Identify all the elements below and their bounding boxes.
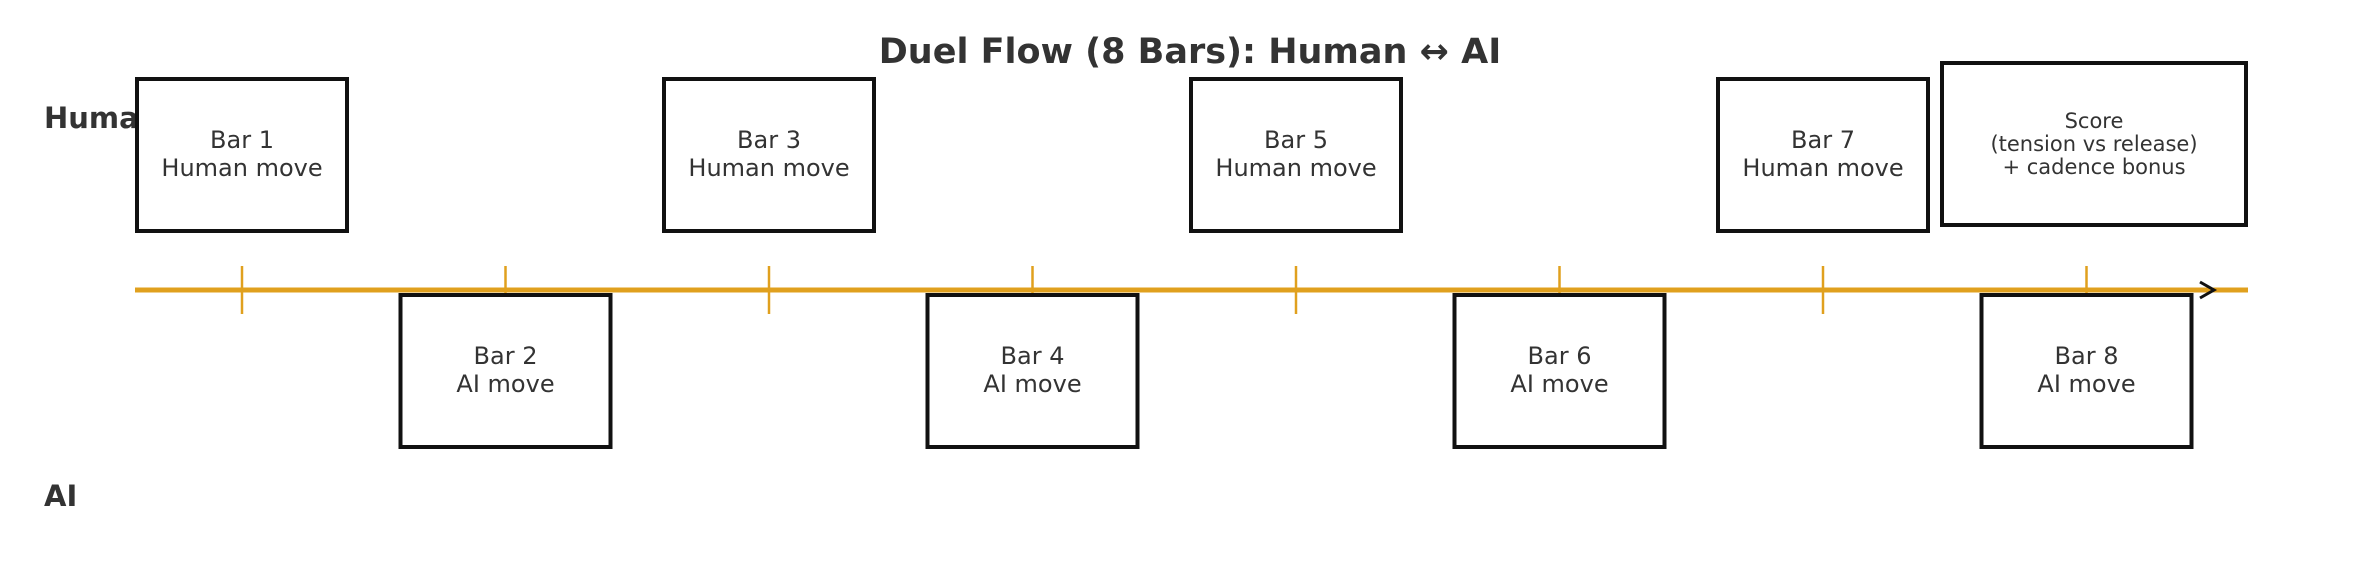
bar-label: Bar 2 — [474, 342, 538, 370]
bar-box-frame — [398, 293, 613, 449]
bar-box-frame — [662, 77, 876, 233]
bar-move: AI move — [1510, 370, 1608, 398]
score-title: Score — [2065, 109, 2124, 133]
bar-box-frame — [1189, 77, 1403, 233]
bar-box-2: Bar 2AI move — [398, 293, 613, 449]
bar-move: Human move — [1215, 154, 1376, 182]
bar-box-frame — [1452, 293, 1667, 449]
bar-move: Human move — [688, 154, 849, 182]
bar-box-frame — [925, 293, 1140, 449]
score-subtitle: (tension vs release) — [1990, 132, 2197, 156]
bar-box-8: Bar 8AI move — [1979, 293, 2194, 449]
bar-label: Bar 6 — [1528, 342, 1592, 370]
timeline-arrowhead — [2199, 280, 2218, 300]
score-bonus: + cadence bonus — [2002, 155, 2185, 179]
bar-box-frame — [1979, 293, 2194, 449]
bar-box-6: Bar 6AI move — [1452, 293, 1667, 449]
bar-move: AI move — [456, 370, 554, 398]
bar-move: Human move — [1742, 154, 1903, 182]
diagram-title: Duel Flow (8 Bars): Human ↔ AI — [879, 32, 1501, 72]
bar-label: Bar 1 — [210, 126, 274, 154]
bar-label: Bar 5 — [1264, 126, 1328, 154]
bar-label: Bar 7 — [1791, 126, 1855, 154]
lane-label-ai: AI — [44, 479, 77, 513]
bar-box-frame — [1716, 77, 1930, 233]
score-box: Score (tension vs release) + cadence bon… — [1940, 61, 2248, 227]
bar-box-4: Bar 4AI move — [925, 293, 1140, 449]
bar-box-frame — [135, 77, 349, 233]
bar-move: Human move — [161, 154, 322, 182]
bar-label: Bar 8 — [2055, 342, 2119, 370]
bar-move: AI move — [2037, 370, 2135, 398]
bar-label: Bar 3 — [737, 126, 801, 154]
bar-label: Bar 4 — [1001, 342, 1065, 370]
score-box-frame — [1940, 61, 2248, 227]
bar-move: AI move — [983, 370, 1081, 398]
